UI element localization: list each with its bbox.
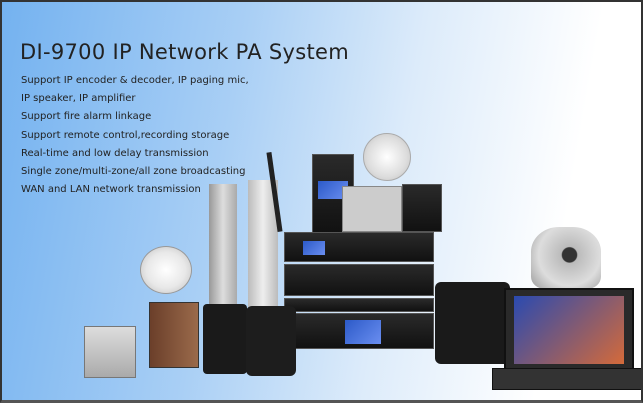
feature-item: Real-time and low delay transmission — [21, 147, 209, 159]
panel-image — [342, 186, 402, 232]
feature-item: Support fire alarm linkage — [21, 111, 152, 123]
feature-item: Support IP encoder & decoder, IP paging … — [21, 75, 249, 86]
wall-speaker-image — [246, 306, 296, 376]
rack-unit-image — [284, 313, 434, 349]
garden-speaker-image — [531, 227, 601, 289]
horn-speaker-image — [140, 246, 192, 294]
banner-title: DI-9700 IP Network PA System — [20, 40, 350, 64]
feature-list: Support IP encoder & decoder, IP paging … — [21, 72, 249, 199]
feature-item: IP speaker, IP amplifier — [21, 93, 136, 105]
rack-unit-image — [284, 232, 434, 262]
feature-item: Single zone/multi-zone/all zone broadcas… — [21, 165, 246, 177]
feature-item: WAN and LAN network transmission — [21, 184, 201, 196]
wall-speaker-image — [203, 304, 247, 374]
rack-unit-image — [284, 264, 434, 296]
feature-item: Support remote control,recording storage — [21, 129, 230, 141]
wooden-speaker-image — [149, 302, 199, 368]
keyboard-drawer-image — [492, 368, 641, 390]
speaker-box-image — [435, 282, 510, 364]
rack-unit-image — [284, 298, 434, 312]
panel-image — [402, 184, 442, 232]
rack-monitor-image — [504, 288, 634, 372]
ceiling-speaker-image — [363, 133, 411, 181]
projection-speaker-image — [84, 326, 136, 378]
column-speaker-image — [209, 184, 237, 304]
